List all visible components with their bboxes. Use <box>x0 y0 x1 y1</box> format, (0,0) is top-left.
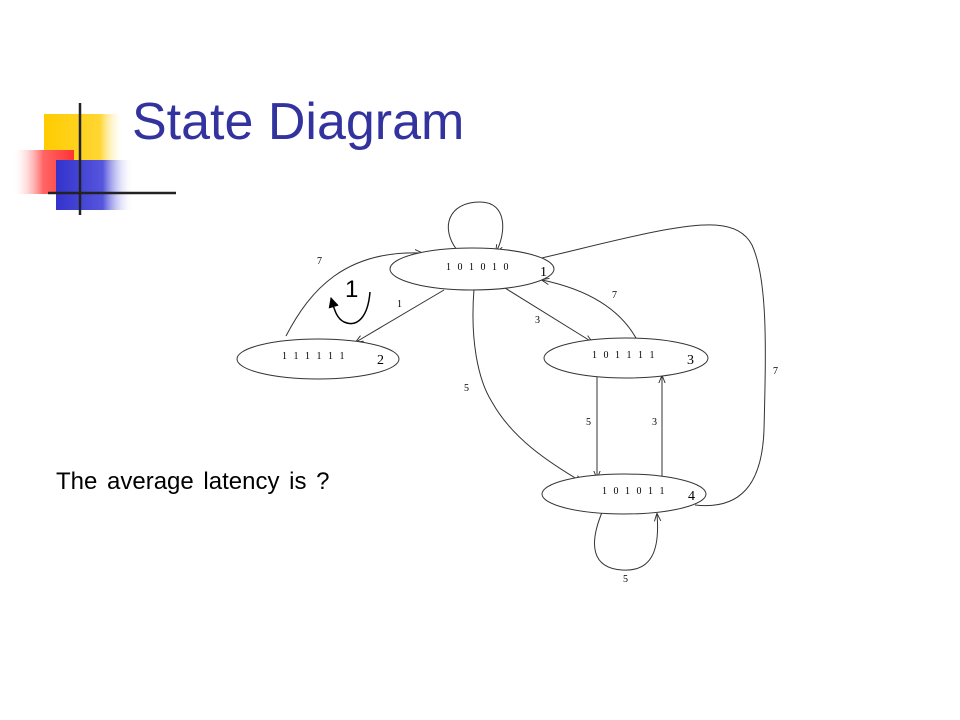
edge-label-1-to-2: 1 <box>397 299 402 310</box>
body-text: The average latency is ? <box>56 468 330 495</box>
edge-4-to-4 <box>594 509 658 571</box>
edge-label-4-to-3: 3 <box>652 417 657 428</box>
state-code: 1 0 1 1 1 1 <box>592 350 657 361</box>
state-code: 1 0 1 0 1 0 <box>446 262 511 273</box>
state-2: 1 1 1 1 1 1 2 <box>236 338 400 380</box>
state-3: 1 0 1 1 1 1 3 <box>543 337 709 379</box>
state-number: 4 <box>688 489 695 504</box>
edge-1-to-1 <box>447 201 504 252</box>
callout-arrow <box>328 291 371 325</box>
edge-label-4-to-1: 7 <box>773 366 778 377</box>
edge-label-2-to-1: 7 <box>317 256 322 267</box>
state-code: 1 0 1 0 1 1 <box>602 486 667 497</box>
edge-1-to-2 <box>356 289 445 342</box>
edge-2-to-1 <box>285 253 422 337</box>
state-code: 1 1 1 1 1 1 <box>282 351 347 362</box>
state-number: 1 <box>540 265 547 280</box>
edge-label-3-to-4: 5 <box>586 417 591 428</box>
edge-label-4-to-4: 5 <box>623 574 628 585</box>
slide-logo <box>12 103 176 215</box>
state-1: 1 0 1 0 1 0 1 <box>389 247 555 291</box>
state-number: 3 <box>687 353 694 368</box>
state-number: 2 <box>377 353 384 368</box>
state-4: 1 0 1 0 1 1 4 <box>541 473 707 515</box>
edge-label-1-to-4: 5 <box>464 383 469 394</box>
edge-label-1-to-3: 3 <box>535 315 540 326</box>
edge-4-to-1 <box>524 224 766 507</box>
callout-label: 1 <box>345 276 358 303</box>
edge-label-3-to-1: 7 <box>612 290 617 301</box>
edge-1-to-4 <box>472 288 582 482</box>
edge-1-to-3 <box>504 287 592 342</box>
slide-title: State Diagram <box>132 93 465 151</box>
edge-3-to-1 <box>542 280 637 339</box>
